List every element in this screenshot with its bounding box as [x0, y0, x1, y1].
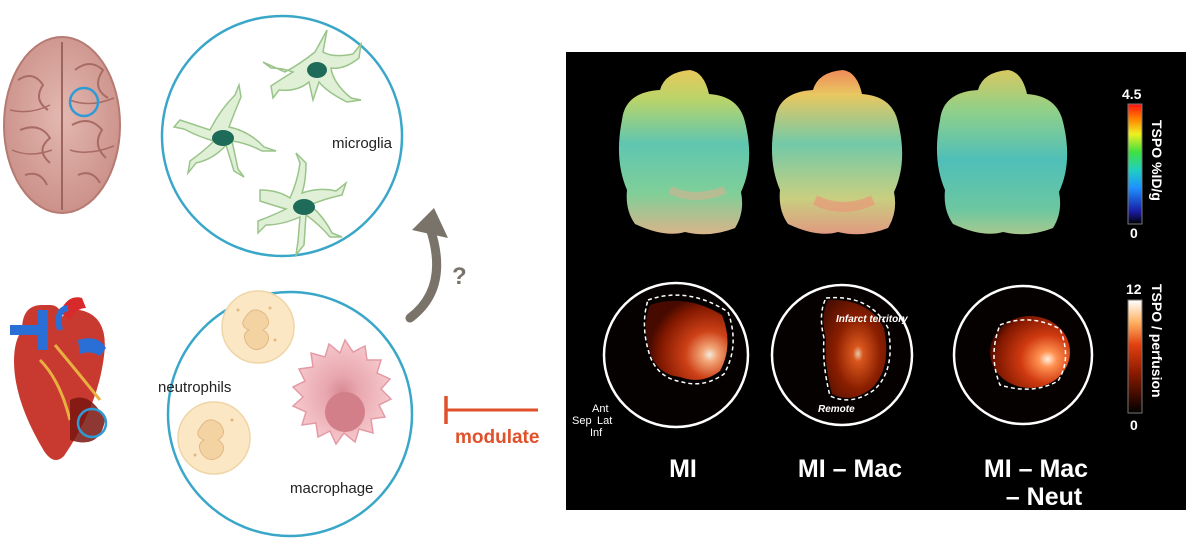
microglia-label: microglia — [332, 135, 393, 152]
orientation-inf: Inf — [590, 427, 603, 439]
condition-label-line: MI — [669, 455, 697, 483]
neutrophils-label: neutrophils — [158, 379, 231, 396]
heart-highlight-circle — [76, 407, 108, 439]
orientation-ant: Ant — [592, 403, 609, 415]
influence-arrow: ? — [405, 208, 467, 323]
neutrophil-cell — [221, 290, 295, 364]
condition-label-line: – Neut — [1006, 483, 1083, 511]
orientation-lat: Lat — [597, 415, 612, 427]
brain-scale-min: 0 — [1130, 225, 1138, 241]
brain-illustration — [3, 36, 121, 214]
condition-label: MI – Mac — [798, 455, 902, 483]
microglia-circle — [160, 14, 404, 258]
heart-scale-max: 12 — [1126, 281, 1142, 297]
microglia-cell — [257, 152, 348, 258]
condition-label: MI – Mac– Neut — [984, 455, 1088, 511]
heart-scale-label: TSPO / perfusion — [1149, 284, 1165, 398]
infarct-annotation: Infarct territory — [836, 314, 908, 325]
condition-label-line: MI – Mac — [798, 455, 902, 483]
microglia-cell — [262, 29, 363, 103]
pet-brain-mi-mac — [771, 70, 903, 235]
pet-heart-mi — [602, 281, 750, 429]
pet-brain-mi — [618, 70, 750, 235]
heart-colorbar: 12 0 TSPO / perfusion — [1126, 281, 1165, 433]
brain-highlight-circle — [68, 86, 100, 118]
brain-scale-label: TSPO %ID/g — [1149, 120, 1165, 201]
pet-heart-mi-mac: Infarct territory Remote — [770, 283, 914, 427]
remote-annotation: Remote — [818, 404, 855, 415]
macrophage-cell — [291, 338, 393, 446]
modulate-inhibitor: modulate — [444, 396, 539, 448]
microglia-panel: microglia — [160, 14, 404, 258]
orientation-marker: Ant Sep Lat Inf — [572, 403, 612, 439]
modulate-label: modulate — [455, 427, 539, 448]
microglia-cell — [172, 82, 277, 178]
condition-label: MI — [669, 455, 697, 483]
brain-colorbar: 4.5 0 TSPO %ID/g — [1122, 86, 1165, 241]
pet-brain-mi-mac-neut — [936, 70, 1068, 235]
heart-scale-min: 0 — [1130, 417, 1138, 433]
neutrophil-cell — [177, 401, 251, 475]
macrophage-label: macrophage — [290, 480, 373, 497]
condition-label-line: MI – Mac — [984, 455, 1088, 483]
orientation-sep: Sep — [572, 415, 592, 427]
pet-heart-mi-mac-neut — [952, 284, 1094, 426]
heart-illustration — [10, 297, 108, 460]
brain-scale-max: 4.5 — [1122, 86, 1142, 102]
question-mark: ? — [452, 263, 467, 290]
immune-cells-panel: neutrophils macrophage — [158, 290, 414, 538]
